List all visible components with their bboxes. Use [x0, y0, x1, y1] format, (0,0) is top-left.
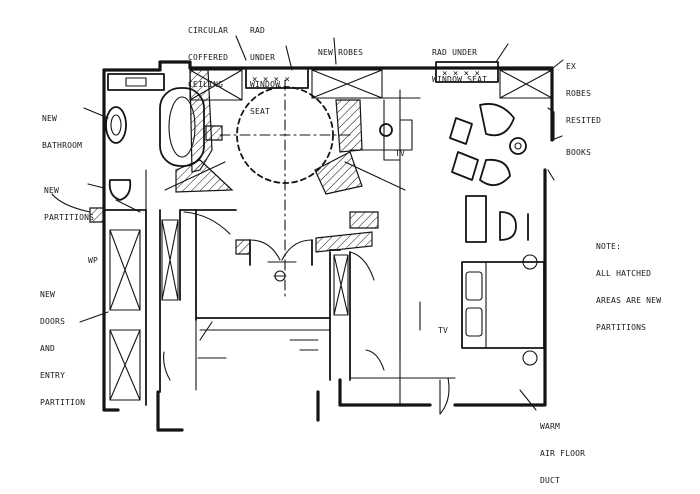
leader-lines: [51, 35, 564, 411]
rad-window-seat-right-label: RAD UNDER WINDOW SEAT: [432, 48, 488, 84]
circular-ceiling-label: CIRCULAR COFFERED CEILING: [188, 26, 229, 89]
door-swings: [115, 199, 450, 415]
hatched-areas-note: NOTE: ALL HATCHED AREAS ARE NEW PARTITIO…: [596, 242, 662, 332]
books-label: BOOKS: [566, 148, 592, 157]
window-seat-right: × × × ×: [435, 61, 499, 83]
new-robes-label: NEW ROBES: [318, 48, 364, 57]
new-partitions-label: NEW PARTITIONS: [44, 186, 95, 222]
rad-window-seat-left-label: RAD UNDER WINDOW SEAT: [250, 26, 281, 116]
entry-doors: [249, 239, 313, 282]
floor-plan-drawing: × × × × × × × ×: [51, 35, 564, 432]
warm-air-duct-label: WARM AIR FLOOR DUCT: [540, 422, 586, 485]
tv-label-bed: TV: [438, 326, 449, 335]
bedroom-furniture: [379, 103, 555, 366]
ex-robes-resited-label: EX ROBES RESITED: [566, 62, 602, 125]
floor-plan-sketch: × × × × × × × ×: [40, 26, 662, 485]
hatched-partitions: [89, 69, 379, 255]
svg-text:× × × ×: × × × ×: [442, 69, 480, 79]
interior-walls: [145, 89, 456, 406]
circular-ceiling: [164, 79, 406, 301]
new-bathroom-label: NEW BATHROOM: [42, 114, 83, 150]
wp-label: WP: [88, 256, 99, 265]
svg-text:× × × ×: × × × ×: [252, 75, 290, 85]
new-doors-label: NEW DOORS AND ENTRY PARTITION: [40, 290, 86, 407]
corridor-robes: [109, 219, 349, 401]
tv-label-top: TV: [395, 149, 406, 158]
